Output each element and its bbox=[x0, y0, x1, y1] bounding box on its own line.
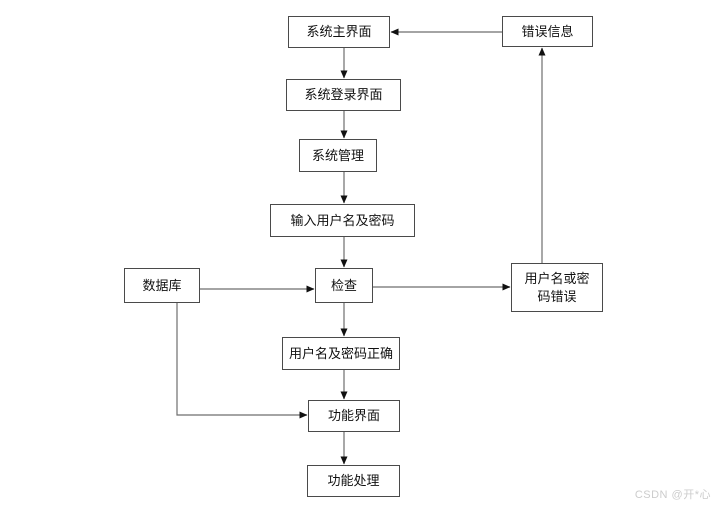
node-function-ui: 功能界面 bbox=[308, 400, 400, 432]
node-check: 检查 bbox=[315, 268, 373, 303]
node-database: 数据库 bbox=[124, 268, 200, 303]
node-system-main-ui: 系统主界面 bbox=[288, 16, 390, 48]
node-credentials-correct: 用户名及密码正确 bbox=[282, 337, 400, 370]
node-credentials-error: 用户名或密 码错误 bbox=[511, 263, 603, 312]
node-system-login-ui: 系统登录界面 bbox=[286, 79, 401, 111]
node-system-management: 系统管理 bbox=[299, 139, 377, 172]
node-input-credentials: 输入用户名及密码 bbox=[270, 204, 415, 237]
node-function-processing: 功能处理 bbox=[307, 465, 400, 497]
csdn-watermark: CSDN @开*心 bbox=[634, 489, 711, 501]
node-error-info: 错误信息 bbox=[502, 16, 593, 47]
